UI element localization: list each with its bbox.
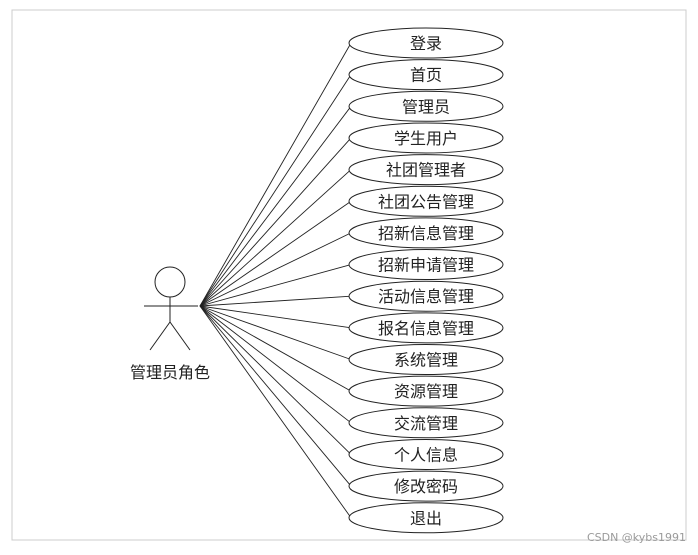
actor-left-leg <box>149 321 171 351</box>
use-case-list: 登录首页管理员学生用户社团管理者社团公告管理招新信息管理招新申请管理活动信息管理… <box>348 27 504 534</box>
actor-head <box>154 266 186 298</box>
use-case-ellipse <box>348 312 504 344</box>
use-case-label: 修改密码 <box>394 477 458 496</box>
use-case: 社团公告管理 <box>348 185 504 217</box>
use-case: 修改密码 <box>348 470 504 502</box>
use-case-ellipse <box>348 280 504 312</box>
association-line <box>199 232 352 307</box>
use-case-label: 管理员 <box>402 97 450 116</box>
association-line <box>199 305 352 360</box>
use-case: 首页 <box>348 59 504 91</box>
use-case-ellipse <box>348 470 504 502</box>
association-line <box>199 264 352 307</box>
use-case-label: 活动信息管理 <box>378 287 474 306</box>
use-case-label: 社团公告管理 <box>378 192 474 211</box>
actor-label: 管理员角色 <box>130 363 210 382</box>
use-case: 个人信息 <box>348 438 504 470</box>
association-line <box>199 305 352 392</box>
use-case-label: 首页 <box>410 66 442 85</box>
actor-figure: 管理员角色 <box>130 266 210 382</box>
use-case-label: 招新申请管理 <box>378 256 474 275</box>
association-line <box>199 169 352 307</box>
use-case-label: 社团管理者 <box>386 161 466 180</box>
use-case-ellipse <box>348 185 504 217</box>
association-line <box>199 74 352 307</box>
use-case-ellipse <box>348 502 504 534</box>
use-case: 招新申请管理 <box>348 249 504 281</box>
use-case: 系统管理 <box>348 344 504 375</box>
use-case: 活动信息管理 <box>348 280 504 312</box>
use-case: 资源管理 <box>348 375 504 407</box>
association-line <box>199 305 352 487</box>
use-case: 退出 <box>348 502 504 534</box>
use-case-label: 报名信息管理 <box>378 319 474 338</box>
use-case-ellipse <box>348 217 504 249</box>
association-line <box>199 106 352 307</box>
use-case: 登录 <box>348 27 504 59</box>
association-line <box>199 42 352 307</box>
use-case-ellipse <box>348 249 504 281</box>
use-case-label: 资源管理 <box>394 382 458 401</box>
use-case-ellipse <box>348 27 504 59</box>
use-case: 社团管理者 <box>348 154 504 186</box>
association-line <box>199 305 352 329</box>
use-case-ellipse <box>348 375 504 407</box>
frame-border <box>11 9 687 541</box>
actor-right-leg <box>169 321 191 351</box>
use-case-label: 交流管理 <box>394 414 458 433</box>
use-case-label: 系统管理 <box>394 351 458 370</box>
association-line <box>199 295 352 307</box>
use-case: 管理员 <box>348 90 504 122</box>
association-line <box>199 305 352 424</box>
association-lines <box>199 42 352 519</box>
use-case: 招新信息管理 <box>348 217 504 249</box>
use-case-ellipse <box>348 407 504 439</box>
use-case-ellipse <box>348 90 504 122</box>
association-line <box>199 200 352 307</box>
use-case-ellipse <box>348 59 504 91</box>
use-case-ellipse <box>348 438 504 470</box>
use-case-ellipse <box>348 122 504 154</box>
use-case-label: 招新信息管理 <box>378 224 474 243</box>
use-case-label: 学生用户 <box>394 129 458 148</box>
association-line <box>199 137 352 307</box>
association-line <box>199 305 352 455</box>
use-case: 学生用户 <box>348 122 504 154</box>
use-case-ellipse <box>348 344 504 375</box>
watermark: CSDN @kybs1991 <box>587 531 686 544</box>
use-case: 报名信息管理 <box>348 312 504 344</box>
association-line <box>199 305 352 519</box>
use-case-label: 退出 <box>410 509 442 528</box>
use-case-label: 个人信息 <box>394 445 458 464</box>
use-case-label: 登录 <box>410 34 442 53</box>
use-case: 交流管理 <box>348 407 504 439</box>
use-case-ellipse <box>348 154 504 186</box>
